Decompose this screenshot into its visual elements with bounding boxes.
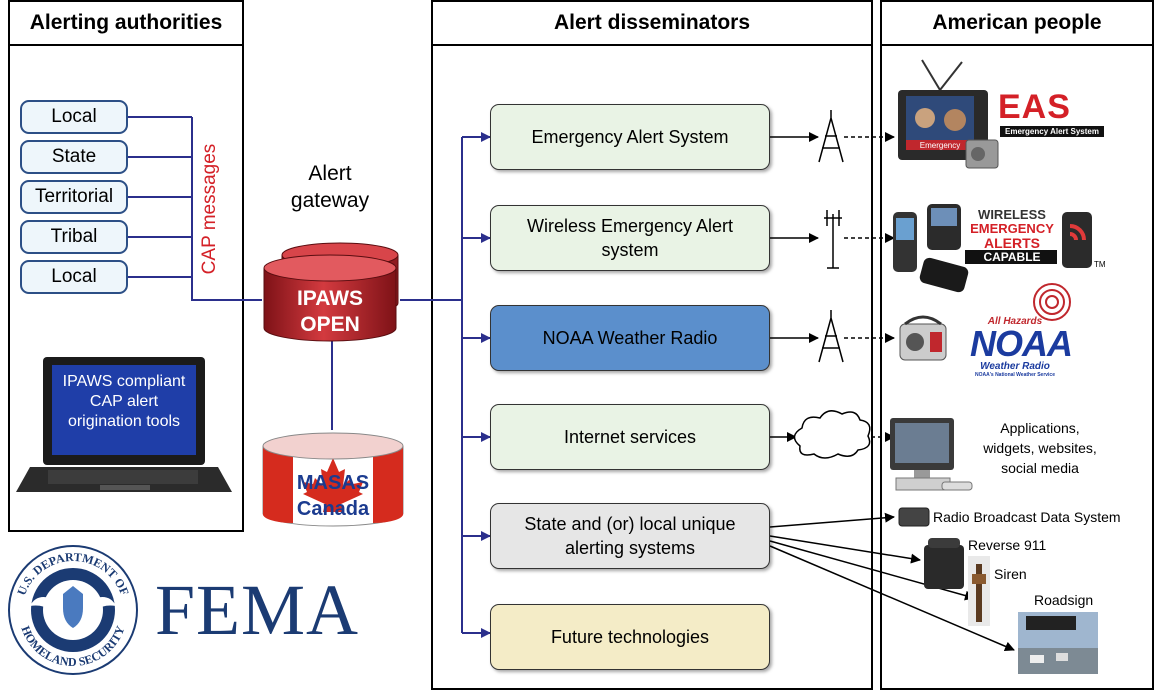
reverse911-label: Reverse 911 xyxy=(968,537,1047,553)
noaa-top: All Hazards xyxy=(987,316,1043,327)
internet-line-1: Applications, xyxy=(1000,420,1080,436)
eas-logo: EAS xyxy=(998,88,1071,126)
cap-messages-label: CAP messages xyxy=(199,143,220,275)
disseminator-noaa: NOAA Weather Radio xyxy=(490,305,770,371)
people-header: American people xyxy=(882,2,1152,46)
authority-state: State xyxy=(20,140,128,174)
authority-local-2: Local xyxy=(20,260,128,294)
seal-bottom-text: HOMELAND SECURITY xyxy=(18,624,127,669)
roadsign-label: Roadsign xyxy=(1034,592,1094,608)
wea-logo-text: WIRELESS EMERGENCY ALERTS CAPABLE xyxy=(966,207,1058,265)
noaa-radar-icon xyxy=(1033,283,1071,321)
disseminator-wea-line-1: Wireless Emergency Alert xyxy=(526,216,734,236)
authority-territorial: Territorial xyxy=(20,180,128,214)
internet-line-2: widgets, websites, xyxy=(983,440,1097,456)
gateway-label-line-1: Alert xyxy=(308,162,352,185)
disseminator-eas: Emergency Alert System xyxy=(490,104,770,170)
weather-radio-graphic xyxy=(899,315,947,361)
desk-phone-icon xyxy=(924,538,964,589)
noaa-logo: All Hazards NOAA Weather Radio NOAA's Na… xyxy=(970,316,1073,378)
authorities-panel: Alerting authorities xyxy=(8,0,244,532)
radio-tower-icon xyxy=(818,310,844,363)
ipaws-line-1: IPAWS xyxy=(296,287,364,310)
cell-tower-icon xyxy=(824,210,842,269)
masas-label: MASAS Canada xyxy=(263,470,403,522)
dhs-seal-icon xyxy=(8,545,138,675)
phones-graphic xyxy=(893,204,969,293)
laptop-line-3: origination tools xyxy=(67,413,181,430)
disseminator-state-line-2: alerting systems xyxy=(564,538,696,558)
disseminator-internet: Internet services xyxy=(490,404,770,470)
disseminator-state-line-1: State and (or) local unique xyxy=(524,514,736,534)
svg-text:HOMELAND SECURITY: HOMELAND SECURITY xyxy=(18,624,127,669)
broadcast-tower-icon xyxy=(818,110,844,163)
laptop-line-2: CAP alert xyxy=(89,393,159,410)
disseminator-future-line-1: Future technologies xyxy=(550,627,710,647)
wea-line-4: CAPABLE xyxy=(983,250,1041,264)
rbds-label: Radio Broadcast Data System xyxy=(933,509,1121,525)
masas-line-2: Canada xyxy=(296,498,370,520)
laptop-line-1: IPAWS compliant xyxy=(62,373,186,390)
noaa-fine: NOAA's National Weather Service xyxy=(974,372,1055,378)
fema-wordmark: FEMA xyxy=(155,570,360,650)
laptop-screen-text: IPAWS compliant CAP alert origination to… xyxy=(52,372,196,432)
disseminator-wea: Wireless Emergency Alert system xyxy=(490,205,770,271)
wea-logo xyxy=(965,212,1092,268)
disseminators-panel: Alert disseminators xyxy=(431,0,873,690)
masas-database xyxy=(262,432,404,527)
tv-caption: Emergency xyxy=(919,141,961,150)
dhs-seal-text: U.S. DEPARTMENT OF HOMELAND SECURITY xyxy=(14,550,132,669)
disseminator-future: Future technologies xyxy=(490,604,770,670)
disseminator-wea-line-2: system xyxy=(601,240,659,260)
disseminator-internet-line-1: Internet services xyxy=(563,427,697,447)
laptop-graphic xyxy=(16,357,232,492)
disseminators-header: Alert disseminators xyxy=(433,2,871,46)
seal-top-text: U.S. DEPARTMENT OF xyxy=(14,550,132,598)
ipaws-database xyxy=(263,242,399,342)
wea-line-3: ALERTS xyxy=(984,235,1040,251)
wea-tm: TM xyxy=(1094,260,1106,269)
authorities-header: Alerting authorities xyxy=(10,2,242,46)
wea-line-1: WIRELESS xyxy=(978,207,1046,222)
gateway-label: Alert gateway xyxy=(270,160,390,214)
authority-tribal: Tribal xyxy=(20,220,128,254)
internet-endpoint-label: Applications, widgets, websites, social … xyxy=(955,418,1125,478)
disseminator-eas-line-1: Emergency Alert System xyxy=(531,127,729,147)
disseminator-state-local: State and (or) local unique alerting sys… xyxy=(490,503,770,569)
tv-graphic xyxy=(898,59,999,169)
internet-line-3: social media xyxy=(1001,460,1079,476)
wea-line-2: EMERGENCY xyxy=(970,221,1054,236)
ipaws-open-label: IPAWS OPEN xyxy=(264,286,396,338)
masas-line-1: MASAS xyxy=(296,472,370,494)
rbds-device-icon xyxy=(898,507,930,527)
authority-local: Local xyxy=(20,100,128,134)
siren-icon xyxy=(968,556,990,626)
ipaws-line-2: OPEN xyxy=(300,313,360,336)
eas-logo-sub: Emergency Alert System xyxy=(1000,126,1104,137)
computer-graphic xyxy=(890,418,973,491)
noaa-main: NOAA xyxy=(970,323,1073,364)
roadsign-graphic xyxy=(1018,612,1098,674)
authority-connectors xyxy=(128,116,491,638)
siren-label: Siren xyxy=(994,566,1027,582)
gateway-label-line-2: gateway xyxy=(290,189,370,212)
noaa-sub: Weather Radio xyxy=(980,361,1050,372)
disseminator-noaa-line-1: NOAA Weather Radio xyxy=(542,328,718,348)
cloud-icon xyxy=(793,410,871,459)
svg-text:U.S. DEPARTMENT OF: U.S. DEPARTMENT OF xyxy=(14,550,132,598)
